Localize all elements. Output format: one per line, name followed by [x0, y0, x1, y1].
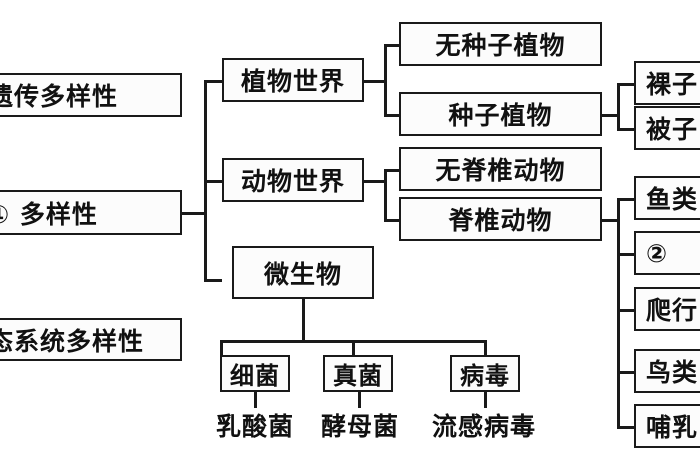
connector-to-virus [484, 340, 487, 356]
connector-animals-stub [364, 180, 386, 183]
node-plant-world[interactable]: 植物世界 [222, 58, 364, 102]
node-ecosystem-diversity-label: 态系统多样性 [0, 326, 145, 356]
connector-vertebrates-stub [602, 219, 619, 222]
node-ecosystem-diversity[interactable]: 态系统多样性 [0, 318, 182, 361]
node-seed-plants[interactable]: 种子植物 [399, 92, 602, 136]
node-gymnosperm-label: 裸子 [646, 70, 699, 99]
node-root-diversity-label: ① 多样性 [0, 199, 98, 229]
node-genetic-diversity[interactable]: 遗传多样性 [0, 73, 182, 117]
node-invertebrates-label: 无脊椎动物 [435, 156, 566, 185]
connector-to-plants [204, 80, 222, 83]
node-reptile[interactable]: 爬行 [634, 287, 700, 331]
text-fungi-example: 酵母菌 [310, 408, 410, 442]
node-seed-plants-label: 种子植物 [448, 101, 553, 130]
text-fungi-example-label: 酵母菌 [320, 412, 399, 441]
node-bacteria[interactable]: 细菌 [220, 355, 290, 392]
node-microorganisms-label: 微生物 [263, 259, 342, 289]
connector-bacteria-example [254, 392, 257, 408]
connector-to-invertebrates [384, 169, 399, 172]
node-bird-label: 鸟类 [646, 358, 699, 387]
node-mammal[interactable]: 哺乳 [634, 404, 700, 448]
node-fish-label: 鱼类 [646, 185, 699, 214]
node-fungi-label: 真菌 [333, 362, 383, 390]
connector-to-angiosperm [617, 128, 634, 131]
node-mammal-label: 哺乳 [646, 413, 699, 442]
connector-microbes-stem [302, 299, 305, 341]
connector-fungi-example [358, 392, 361, 408]
connector-to-mammal [617, 426, 634, 429]
connector-to-fungi [352, 340, 355, 356]
node-vertebrates-label: 脊椎动物 [448, 206, 553, 235]
connector-plant-children-bus [384, 44, 387, 117]
connector-to-vertebrates [384, 219, 399, 222]
connector-seedplant-children-bus [617, 83, 620, 131]
connector-to-gymnosperm [617, 83, 634, 86]
node-animal-world[interactable]: 动物世界 [222, 158, 364, 202]
node-animal-world-label: 动物世界 [240, 167, 345, 196]
connector-to-animals [204, 180, 222, 183]
connector-to-microbes [204, 279, 222, 282]
node-seedless-plants-label: 无种子植物 [435, 31, 566, 60]
connector-to-bacteria [220, 340, 223, 356]
connector-root-stub [182, 212, 206, 215]
node-gymnosperm[interactable]: 裸子 [634, 61, 700, 105]
node-bird[interactable]: 鸟类 [634, 349, 700, 393]
node-fungi[interactable]: 真菌 [323, 355, 393, 392]
connector-to-reptile [617, 309, 634, 312]
node-reptile-label: 爬行 [646, 296, 699, 325]
connector-to-seedplants [384, 114, 399, 117]
node-microorganisms[interactable]: 微生物 [232, 246, 374, 299]
text-bacteria-example-label: 乳酸菌 [215, 412, 294, 441]
node-fish[interactable]: 鱼类 [634, 176, 700, 220]
node-bacteria-label: 细菌 [230, 362, 280, 390]
node-invertebrates[interactable]: 无脊椎动物 [399, 147, 602, 191]
node-amphibian-blank-label: ② [646, 238, 669, 268]
connector-vertebrate-children-bus [617, 198, 620, 429]
text-bacteria-example: 乳酸菌 [205, 408, 305, 442]
node-amphibian-blank[interactable]: ② [634, 231, 700, 275]
node-plant-world-label: 植物世界 [240, 67, 345, 96]
connector-to-bird [617, 371, 634, 374]
node-root-diversity[interactable]: ① 多样性 [0, 190, 182, 235]
node-virus[interactable]: 病毒 [450, 355, 520, 392]
node-virus-label: 病毒 [460, 362, 510, 390]
connector-virus-example [484, 392, 487, 408]
text-virus-example-label: 流感病毒 [431, 412, 536, 441]
connector-to-fish [617, 198, 634, 201]
node-seedless-plants[interactable]: 无种子植物 [399, 22, 602, 66]
node-angiosperm-label: 被子 [646, 115, 699, 144]
connector-animal-children-bus [384, 169, 387, 221]
connector-to-amphibian [617, 253, 634, 256]
node-genetic-diversity-label: 遗传多样性 [0, 82, 119, 111]
node-vertebrates[interactable]: 脊椎动物 [399, 197, 602, 241]
connector-to-seedless [384, 44, 399, 47]
text-virus-example: 流感病毒 [421, 408, 547, 442]
node-angiosperm[interactable]: 被子 [634, 106, 700, 150]
connector-seedplants-stub [602, 114, 619, 117]
connector-plants-stub [364, 80, 386, 83]
